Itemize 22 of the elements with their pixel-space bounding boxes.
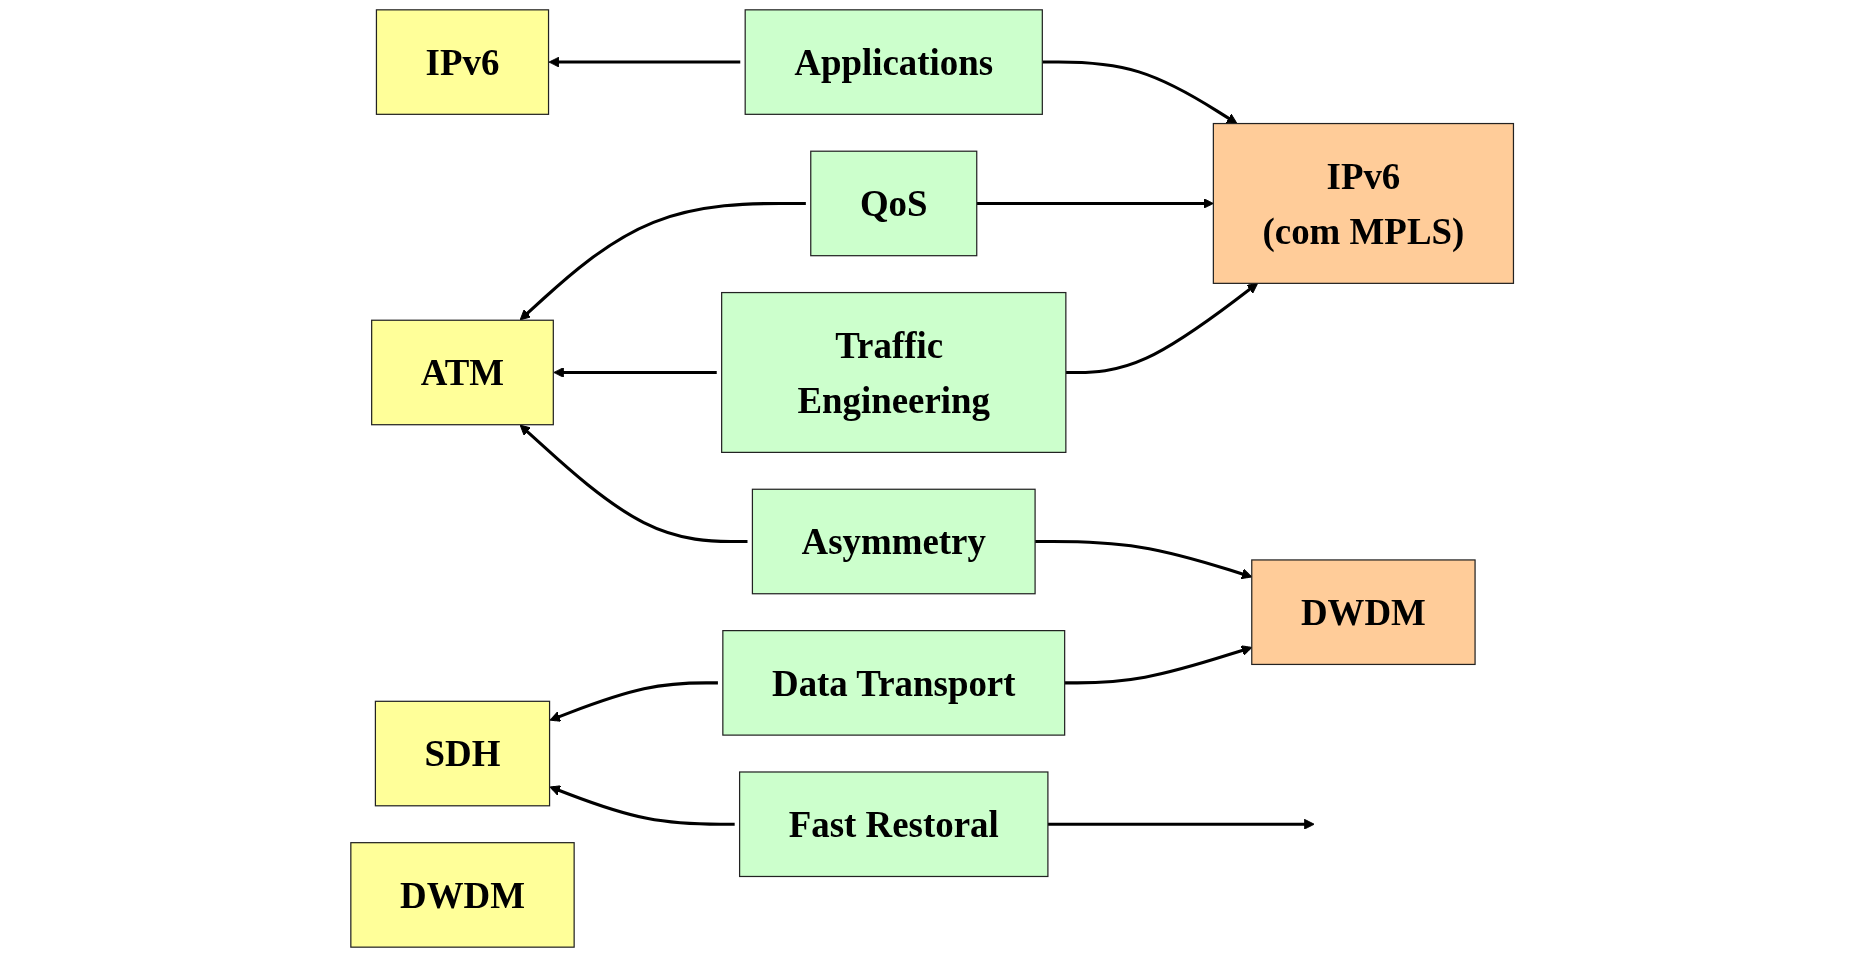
arrow: [1065, 282, 1258, 374]
node-box: DWDM: [1251, 559, 1476, 666]
arrow: [1047, 818, 1315, 830]
arrow: [1042, 60, 1238, 125]
node-box: Fast Restoral: [738, 771, 1049, 878]
node-box: Asymmetry: [751, 488, 1036, 595]
arrow: [549, 681, 718, 722]
arrow: [519, 201, 806, 321]
node-box: DWDM: [350, 842, 575, 948]
node-box: QoS: [810, 150, 978, 257]
arrow: [548, 56, 741, 68]
arrow: [976, 198, 1214, 209]
arrow: [549, 785, 735, 826]
node-box: IPv6: [375, 9, 549, 115]
node-box: ATM: [370, 319, 554, 426]
node-box: Traffic Engineering: [720, 291, 1067, 453]
node-box: Applications: [744, 9, 1043, 115]
node-box: IPv6 (com MPLS): [1212, 122, 1514, 284]
node-box: SDH: [374, 700, 551, 807]
node-box: Data Transport: [722, 630, 1066, 736]
arrow: [519, 424, 748, 544]
arrow: [553, 367, 717, 378]
